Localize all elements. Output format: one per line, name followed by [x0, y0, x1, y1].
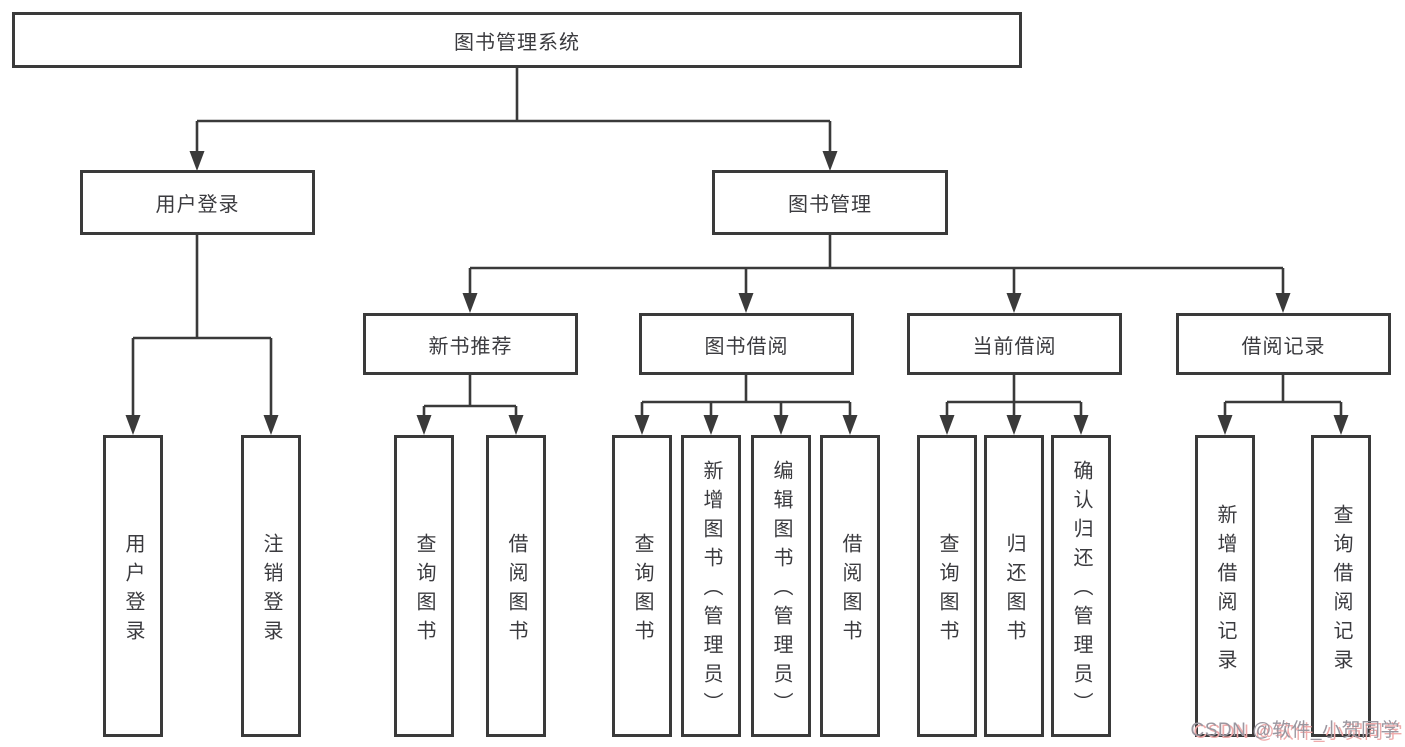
leaf-user-login: 用户登录: [103, 435, 163, 737]
node-label: 图书管理系统: [454, 31, 580, 54]
node-label: 新增图书（管理员）: [700, 460, 722, 721]
node-label: 图书借阅: [704, 335, 789, 358]
leaf-query-books-current: 查询图书: [917, 435, 977, 737]
leaf-edit-books-admin: 编辑图书（管理员）: [751, 435, 811, 737]
node-label: 查询图书: [631, 532, 653, 649]
node-current-borrow: 当前借阅: [907, 313, 1122, 375]
node-label: 确认归还（管理员）: [1070, 460, 1092, 721]
node-label: 借阅图书: [839, 532, 861, 649]
node-label: 用户登录: [155, 194, 240, 216]
leaf-query-books-recommend: 查询图书: [394, 435, 454, 737]
node-label: 图书管理: [788, 194, 872, 216]
csdn-watermark: CSDN @软件_小贺同学: [1190, 720, 1400, 741]
node-new-book-recommend: 新书推荐: [363, 313, 578, 375]
node-user-login: 用户登录: [80, 170, 315, 235]
leaf-logout: 注销登录: [241, 435, 301, 737]
leaf-return-books: 归还图书: [984, 435, 1044, 737]
node-label: 用户登录: [122, 532, 144, 649]
node-label: 借阅记录: [1241, 335, 1326, 358]
node-label: 编辑图书（管理员）: [770, 460, 792, 721]
node-label: 新书推荐: [428, 335, 513, 358]
node-label: 借阅图书: [505, 532, 527, 649]
leaf-query-borrow-record: 查询借阅记录: [1311, 435, 1371, 737]
node-label: 当前借阅: [972, 335, 1057, 358]
leaf-borrow-books: 借阅图书: [820, 435, 880, 737]
arrowheads: [125, 151, 1349, 435]
node-label: 归还图书: [1003, 532, 1025, 649]
node-label: 注销登录: [260, 532, 282, 649]
node-library-management-system: 图书管理系统: [12, 12, 1022, 68]
node-label: 查询图书: [413, 532, 435, 649]
node-label: 查询图书: [936, 532, 958, 649]
leaf-confirm-return-admin: 确认归还（管理员）: [1051, 435, 1111, 737]
leaf-add-borrow-record: 新增借阅记录: [1195, 435, 1255, 737]
node-borrow-records: 借阅记录: [1176, 313, 1391, 375]
leaf-add-books-admin: 新增图书（管理员）: [681, 435, 741, 737]
node-book-borrow: 图书借阅: [639, 313, 854, 375]
leaf-query-books-borrow: 查询图书: [612, 435, 672, 737]
node-label: 新增借阅记录: [1214, 503, 1236, 678]
node-book-management: 图书管理: [712, 170, 948, 235]
leaf-borrow-books-recommend: 借阅图书: [486, 435, 546, 737]
node-label: 查询借阅记录: [1330, 503, 1352, 678]
